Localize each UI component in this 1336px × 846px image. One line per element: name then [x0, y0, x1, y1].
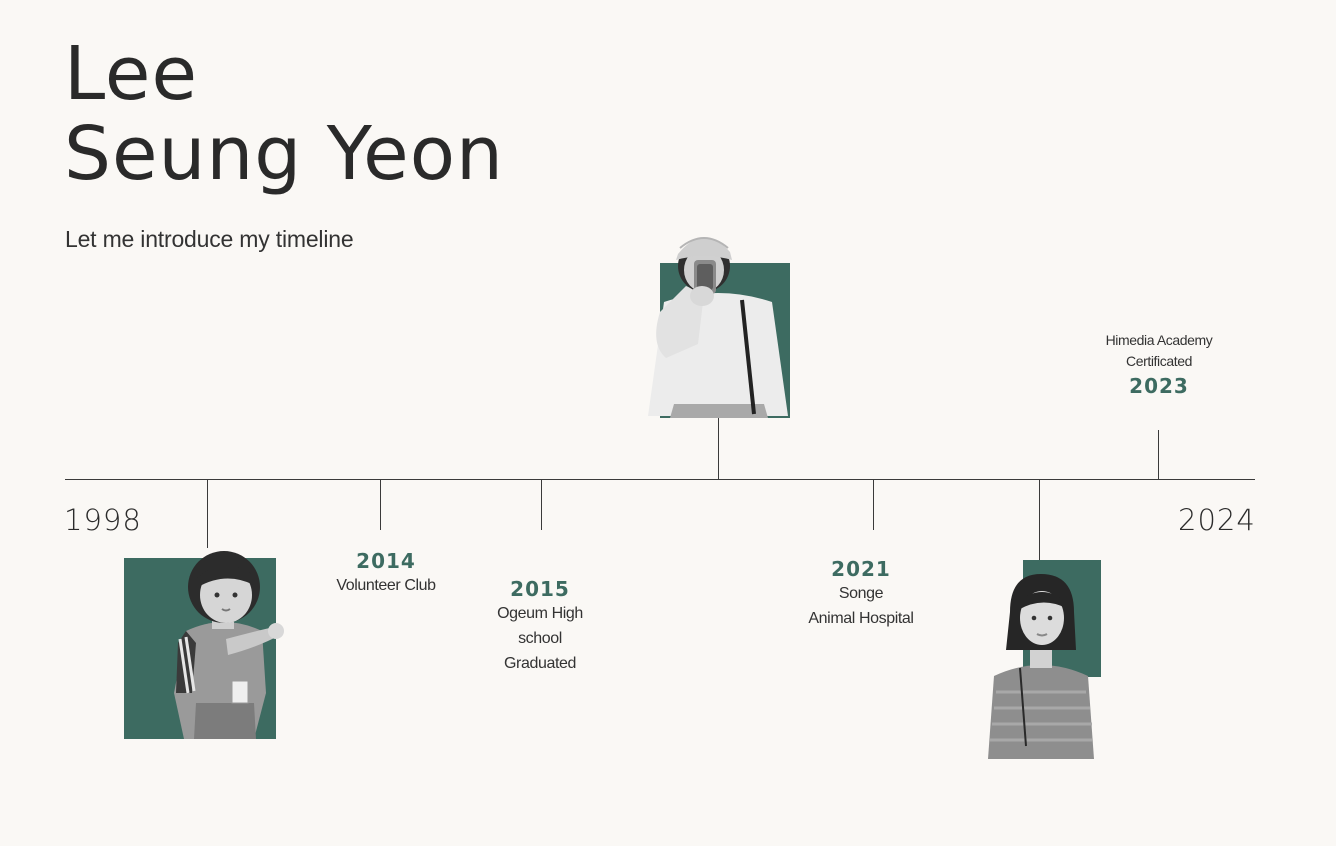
tick-2021: [873, 480, 874, 530]
title-line-first-name: Lee: [64, 31, 198, 117]
event-2015: 2015 Ogeum High school Graduated: [460, 577, 620, 676]
tick-2015: [541, 480, 542, 530]
event-description-line: school: [518, 630, 562, 647]
photo-childhood: [166, 543, 284, 739]
event-2021: 2021 Songe Animal Hospital: [780, 557, 942, 631]
event-year: 2021: [831, 557, 891, 581]
event-description-line: Animal Hospital: [808, 610, 914, 627]
event-2014: 2014 Volunteer Club: [300, 549, 472, 598]
event-description: Volunteer Club: [336, 577, 436, 594]
title-line-given-name: Seung Yeon: [64, 111, 504, 197]
event-year: 2023: [1129, 374, 1189, 398]
event-year: 2015: [510, 577, 570, 601]
page-title: Lee Seung Yeon: [64, 34, 504, 194]
event-2023: Himedia Academy Certificated 2023: [1078, 330, 1240, 398]
event-description-line: Himedia Academy: [1105, 332, 1213, 348]
photo-portrait: [986, 572, 1096, 759]
event-description-line: Ogeum High: [497, 605, 583, 622]
tick-photo-middle: [718, 418, 719, 480]
photo-selfie: [646, 224, 792, 418]
timeline-axis: [65, 479, 1255, 480]
event-description-line: Certificated: [1125, 353, 1192, 369]
tick-photo-recent: [1039, 480, 1040, 560]
event-description-line: Graduated: [503, 655, 576, 672]
tick-1998-photo: [207, 480, 208, 548]
timeline-end-year: 2024: [1178, 503, 1256, 537]
subtitle: Let me introduce my timeline: [65, 226, 354, 252]
tick-2014: [380, 480, 381, 530]
event-year: 2014: [356, 549, 416, 573]
event-description-line: Songe: [838, 585, 884, 602]
tick-2023: [1158, 430, 1159, 480]
timeline-start-year: 1998: [64, 503, 142, 537]
